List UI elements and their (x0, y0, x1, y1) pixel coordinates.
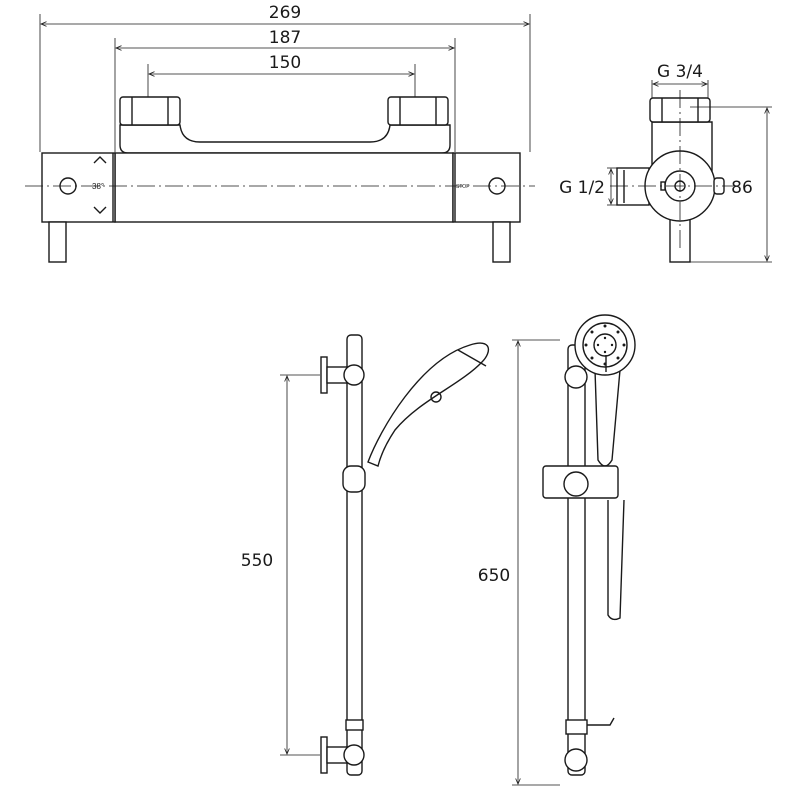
flow-handle (452, 152, 521, 223)
rail-bar-front (567, 344, 586, 776)
shower-slider (342, 465, 366, 493)
hand-shower-handle (594, 369, 621, 467)
shower-rail-side-view: 550 (241, 334, 490, 776)
inlet-nut-left (119, 96, 181, 126)
hose (607, 499, 625, 621)
bracket-bottom-front (564, 748, 588, 772)
dimension-label: 269 (269, 3, 301, 23)
dimension-label: 650 (478, 566, 510, 586)
hand-shower-side (367, 342, 490, 467)
temperature-arrows-icon (93, 156, 107, 214)
dimension-label: 86 (731, 178, 753, 198)
outlet-fitting (616, 167, 650, 206)
bracket-top-front (564, 365, 588, 389)
leg-right (492, 221, 511, 263)
dimension-label: 150 (269, 53, 301, 73)
dimension-187: 187 (116, 28, 454, 48)
dimension-269: 269 (41, 3, 529, 24)
rail-bar (346, 334, 363, 776)
shower-head-face (574, 314, 636, 376)
dimension-label: G 1/2 (559, 178, 605, 198)
dimension-label: 550 (241, 551, 273, 571)
dimension-label: STOP (456, 184, 470, 190)
mixer-upper-body (119, 124, 451, 154)
dimension-label: 187 (269, 28, 301, 48)
mixer-side-view: G 3/4 G 1/2 86 (559, 62, 772, 263)
dimension-150: 150 (149, 53, 414, 74)
dimension-label: 38° (92, 182, 104, 191)
wall-bracket-top (320, 356, 365, 394)
mixer-main-body (114, 152, 454, 223)
dimension-label: G 3/4 (657, 62, 703, 82)
shower-rail-front-view: 650 (478, 314, 636, 786)
leg-left (48, 221, 67, 263)
inlet-nut-right (387, 96, 449, 126)
wall-bracket-bottom (320, 736, 365, 774)
mixer-front-view: 269 187 150 38° STOP (25, 3, 535, 263)
spray-nozzles (584, 324, 626, 366)
